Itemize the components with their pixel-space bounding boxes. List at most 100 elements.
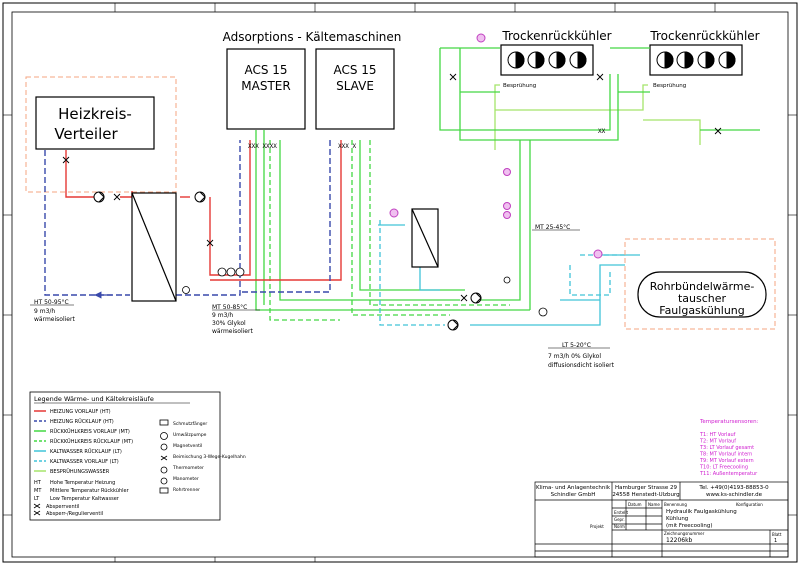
- tb-konfig-label: Konfiguration: [736, 502, 763, 507]
- tube-exchanger-line1: Rohrbündelwärme-: [650, 280, 755, 293]
- lt-return-dashed: [379, 220, 625, 326]
- sensor-item-0: T1: HT Vorlauf: [699, 432, 736, 438]
- tb-name: Name: [648, 502, 660, 507]
- mt-return-dashed: [269, 140, 510, 321]
- adsorption-title: Adsorptions - Kältemaschinen: [223, 30, 402, 44]
- legend-abbrev-code-2: LT: [34, 496, 40, 502]
- tb-norm: Norm: [614, 524, 625, 529]
- acs-slave-line1: ACS 15: [333, 63, 376, 77]
- cooler-left-title: Trockenrückkühler: [501, 29, 611, 43]
- legend-line-label-2: RÜCKKÜHLKREIS VORLAUF (MT): [50, 428, 130, 435]
- acs-master-line1: ACS 15: [244, 63, 287, 77]
- plate-heat-exchanger-main: [131, 192, 177, 302]
- cooler-fans: [507, 51, 736, 69]
- legend-symbol-label-0: Schmutzfänger: [173, 421, 207, 427]
- sensor-item-1: T2: MT Vorlauf: [699, 439, 736, 445]
- tb-datum: Datum: [628, 502, 642, 507]
- legend-symbol-label-4: Thermometer: [172, 465, 204, 471]
- legend-line-label-5: KALTWASSER VORLAUF (LT): [50, 459, 119, 465]
- svg-text:XXX XXXX: XXX XXXX: [248, 143, 277, 150]
- drawing-title-line2: Kühlung: [666, 516, 688, 522]
- legend-symbol-label-1: Umwälzpumpe: [173, 432, 207, 438]
- company-name-line2: Schindler GmbH: [551, 492, 596, 498]
- acs-master-box: [226, 48, 306, 130]
- legend-line-label-0: HEIZUNG VORLAUF (HT): [50, 409, 111, 415]
- svg-text:9 m3/h: 9 m3/h: [34, 308, 55, 315]
- legend-sym-left-0: Absperrventil: [46, 504, 79, 510]
- heat-distributor-line1: Heizkreis-: [58, 105, 132, 123]
- heat-distributor-box: [35, 96, 155, 150]
- svg-text:XX: XX: [598, 128, 606, 135]
- legend-abbrev-text-2: Low Temperatur Kaltwasser: [50, 496, 120, 502]
- acs-slave-line2: SLAVE: [336, 79, 374, 93]
- svg-text:7 m3/h 0% Glykol: 7 m3/h 0% Glykol: [548, 353, 601, 360]
- ht-flow-lines: [65, 140, 342, 281]
- spray-water-lines: [494, 84, 701, 150]
- drawing-number-label: Zeichnungsnummer: [664, 531, 705, 536]
- legend-symbol-label-3: Beimischung 3-Wege-Kugelhahn: [173, 454, 246, 460]
- tube-exchanger-line2: tauscher: [678, 292, 727, 305]
- sensor-item-3: T8: MT Vorlauf intern: [699, 452, 752, 458]
- legend-line-label-1: HEIZUNG RÜCKLAUF (HT): [50, 418, 114, 425]
- legend-symbol-label-5: Manometer: [173, 476, 199, 482]
- sheet-number: 1: [774, 538, 777, 544]
- drawing-number: 12206kb: [666, 537, 693, 544]
- legend-symbol-label-6: Rohrtrenner: [173, 487, 200, 493]
- legend-box: [29, 391, 221, 521]
- svg-text:wärmeisoliert: wärmeisoliert: [212, 328, 253, 335]
- sensor-item-4: T9: MT Vorlauf extern: [699, 458, 754, 464]
- acs-master-line2: MASTER: [241, 79, 290, 93]
- legend-symbol-icons: [159, 419, 169, 494]
- svg-text:wärmeisoliert: wärmeisoliert: [34, 316, 75, 323]
- legend-line-entries: HEIZUNG VORLAUF (HT) HEIZUNG RÜCKLAUF (HT…: [34, 409, 133, 475]
- temperature-sensors: [389, 33, 603, 259]
- pipe-annotations: HT 50-95°C 9 m3/h wärmeisoliert MT 50-85…: [30, 224, 615, 369]
- svg-text:MT 50-85°C: MT 50-85°C: [212, 304, 247, 311]
- legend-line-label-6: BESPRÜHUNGSWASSER: [50, 468, 110, 475]
- tube-exchanger-line3: Faulgaskühlung: [659, 304, 745, 317]
- tb-erst: Erstellt: [614, 510, 629, 515]
- tb-projekt: Projekt: [590, 524, 604, 529]
- company-name-line1: Klima- und Anlagentechnik: [536, 485, 611, 491]
- frame-ticks: [3, 3, 797, 562]
- tube-exchanger-dashed-border: [624, 238, 776, 330]
- legend-abbrev-code-0: HT: [34, 480, 42, 486]
- svg-text:LT 5-20°C: LT 5-20°C: [562, 342, 591, 349]
- acs-slave-box: [315, 48, 395, 130]
- title-block: [534, 481, 789, 558]
- tb-gepr: Gepr.: [614, 517, 625, 522]
- drawing-frame-inner: [11, 11, 789, 558]
- legend-symbol-labels: SchmutzfängerUmwälzpumpeMagnetventilBeim…: [172, 421, 246, 493]
- legend-line-label-4: KALTWASSER RÜCKLAUF (LT): [50, 448, 122, 455]
- svg-text:30% Glykol: 30% Glykol: [212, 320, 246, 327]
- svg-text:9 m3/h: 9 m3/h: [212, 312, 233, 319]
- drawing-title-line3: (mit Freecooling): [666, 523, 713, 529]
- sensor-item-5: T10: LT Freecooling: [699, 465, 748, 471]
- circulation-pumps: [93, 191, 482, 331]
- sensor-list-title: Temperatursensoren:: [699, 419, 759, 425]
- shutoff-valves: [62, 73, 722, 302]
- gauges: [182, 267, 548, 317]
- manifold-valves: XXX XXXX XXX X XX: [248, 128, 606, 150]
- ht-return-lines: [44, 140, 331, 296]
- legend-abbrev-text-1: Mittlere Temperatur Rückkühler: [50, 488, 130, 494]
- legend-abbrev-code-1: MT: [34, 488, 42, 494]
- cooler-right-title: Trockenrückkühler: [649, 29, 759, 43]
- legend-sym-left-1: Absperr-/Regulierventil: [46, 511, 103, 517]
- legend-symbol-label-2: Magnetventil: [173, 443, 202, 449]
- svg-text:MT 25-45°C: MT 25-45°C: [535, 224, 570, 231]
- company-address-line2: 24558 Henstedt-Ulzburg: [612, 492, 679, 498]
- company-phone: Tel. +49(0)4193-88853-0: [698, 485, 769, 491]
- legend-title: Legende Wärme- und Kältekreisläufe: [34, 395, 154, 403]
- svg-text:XXX X: XXX X: [338, 143, 356, 150]
- company-web: www.ks-schindler.de: [706, 492, 763, 498]
- heat-distributor-line2: Verteiler: [54, 125, 118, 143]
- company-address-line1: Hamburger Strasse 29: [615, 485, 678, 491]
- legend-abbrev-text-0: Hohe Temperatur Heizung: [50, 480, 115, 486]
- sensor-item-6: T11: Außentemperatur: [699, 471, 758, 477]
- drawing-title-line1: Hydraulik Faulgaskühlung: [666, 509, 737, 515]
